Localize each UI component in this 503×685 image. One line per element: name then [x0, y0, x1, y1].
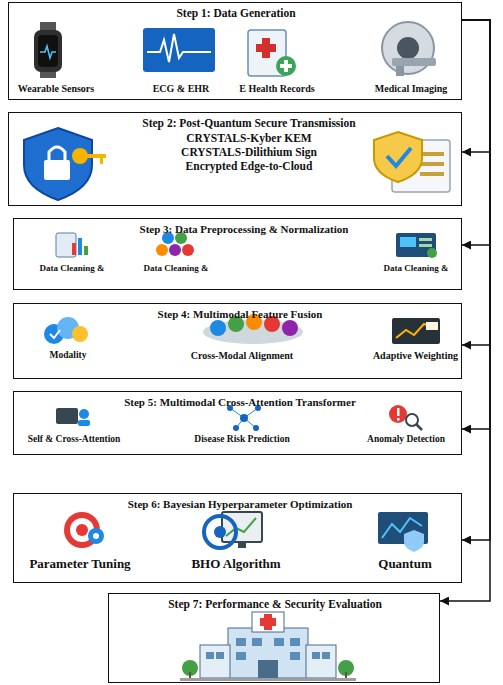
item-label: Disease Risk Prediction	[194, 434, 289, 445]
item-label: Data Cleaning &	[144, 263, 209, 273]
item-label: Cross-Modal Alignment	[191, 350, 293, 362]
watch-icon	[34, 22, 62, 78]
transmission-box: Step 2: Post-Quantum Secure Transmission…	[8, 112, 462, 206]
quantum-icon	[378, 512, 428, 552]
flow-arrow	[440, 20, 490, 601]
step-heading: Step 6: Bayesian Hyperparameter Optimiza…	[128, 498, 353, 511]
item-label: Quantum	[378, 557, 431, 572]
item-label: CRYSTALS-Kyber KEM	[186, 132, 311, 145]
item-label: CRYSTALS-Dilithium Sign	[181, 146, 317, 159]
transformer-box: Step 5: Multimodal Cross-Attention Trans…	[13, 391, 462, 455]
hospital-icon	[180, 612, 356, 681]
item-label: Encrypted Edge-to-Cloud	[186, 160, 313, 173]
item-label: Self & Cross-Attention	[28, 434, 121, 445]
item-label: Modality	[50, 350, 87, 361]
step-heading: Step 3: Data Preprocessing & Normalizati…	[140, 223, 349, 236]
flow-arrow	[462, 20, 490, 429]
step-heading: Step 4: Multimodal Feature Fusion	[158, 308, 323, 321]
item-label: BHO Algorithm	[191, 557, 280, 572]
step-heading: Step 2: Post-Quantum Secure Transmission	[142, 117, 355, 130]
flow-arrow	[462, 20, 490, 245]
generation-box: Step 1: Data GenerationWearable Sensors E…	[8, 2, 462, 100]
target-icon	[64, 512, 104, 548]
flow-arrow	[462, 20, 490, 152]
flow-arrow	[462, 20, 490, 540]
evaluation-box: Step 7: Performance & Security Evaluatio…	[108, 593, 440, 683]
item-label: E Health Records	[239, 83, 315, 95]
scanner-icon	[382, 22, 436, 76]
item-label: Data Cleaning &	[384, 263, 449, 273]
network-icon	[227, 405, 261, 431]
step-heading: Step 7: Performance & Security Evaluatio…	[168, 598, 382, 611]
modality-icon	[44, 317, 88, 344]
optimization-box: Step 6: Bayesian Hyperparameter Optimiza…	[13, 493, 462, 583]
item-label: Medical Imaging	[375, 83, 448, 95]
preprocessing-box: Step 3: Data Preprocessing & Normalizati…	[13, 218, 462, 290]
ecg-icon	[143, 28, 215, 72]
weighting-icon	[392, 318, 440, 344]
item-label: Data Cleaning &	[40, 263, 105, 273]
step-heading: Step 1: Data Generation	[176, 7, 295, 20]
attention-icon	[56, 408, 90, 426]
secure-document-icon	[374, 132, 450, 192]
item-label: Wearable Sensors	[18, 83, 94, 95]
item-label: Adaptive Weighting	[373, 350, 458, 362]
cleaning-icon	[156, 232, 194, 256]
item-label: ECG & EHR	[153, 83, 210, 95]
cleaning-icon	[396, 233, 437, 258]
fusion-box: Step 4: Multimodal Feature FusionModalit…	[13, 303, 462, 379]
lock-shield-icon	[24, 128, 106, 200]
item-label: Anomaly Detection	[367, 434, 445, 445]
cleaning-icon	[56, 233, 88, 257]
flow-arrow	[462, 20, 490, 345]
bho-icon	[204, 512, 262, 548]
anomaly-icon	[389, 405, 422, 430]
step-heading: Step 5: Multimodal Cross-Attention Trans…	[124, 396, 356, 409]
item-label: Parameter Tuning	[29, 557, 130, 572]
record-icon	[248, 30, 296, 76]
